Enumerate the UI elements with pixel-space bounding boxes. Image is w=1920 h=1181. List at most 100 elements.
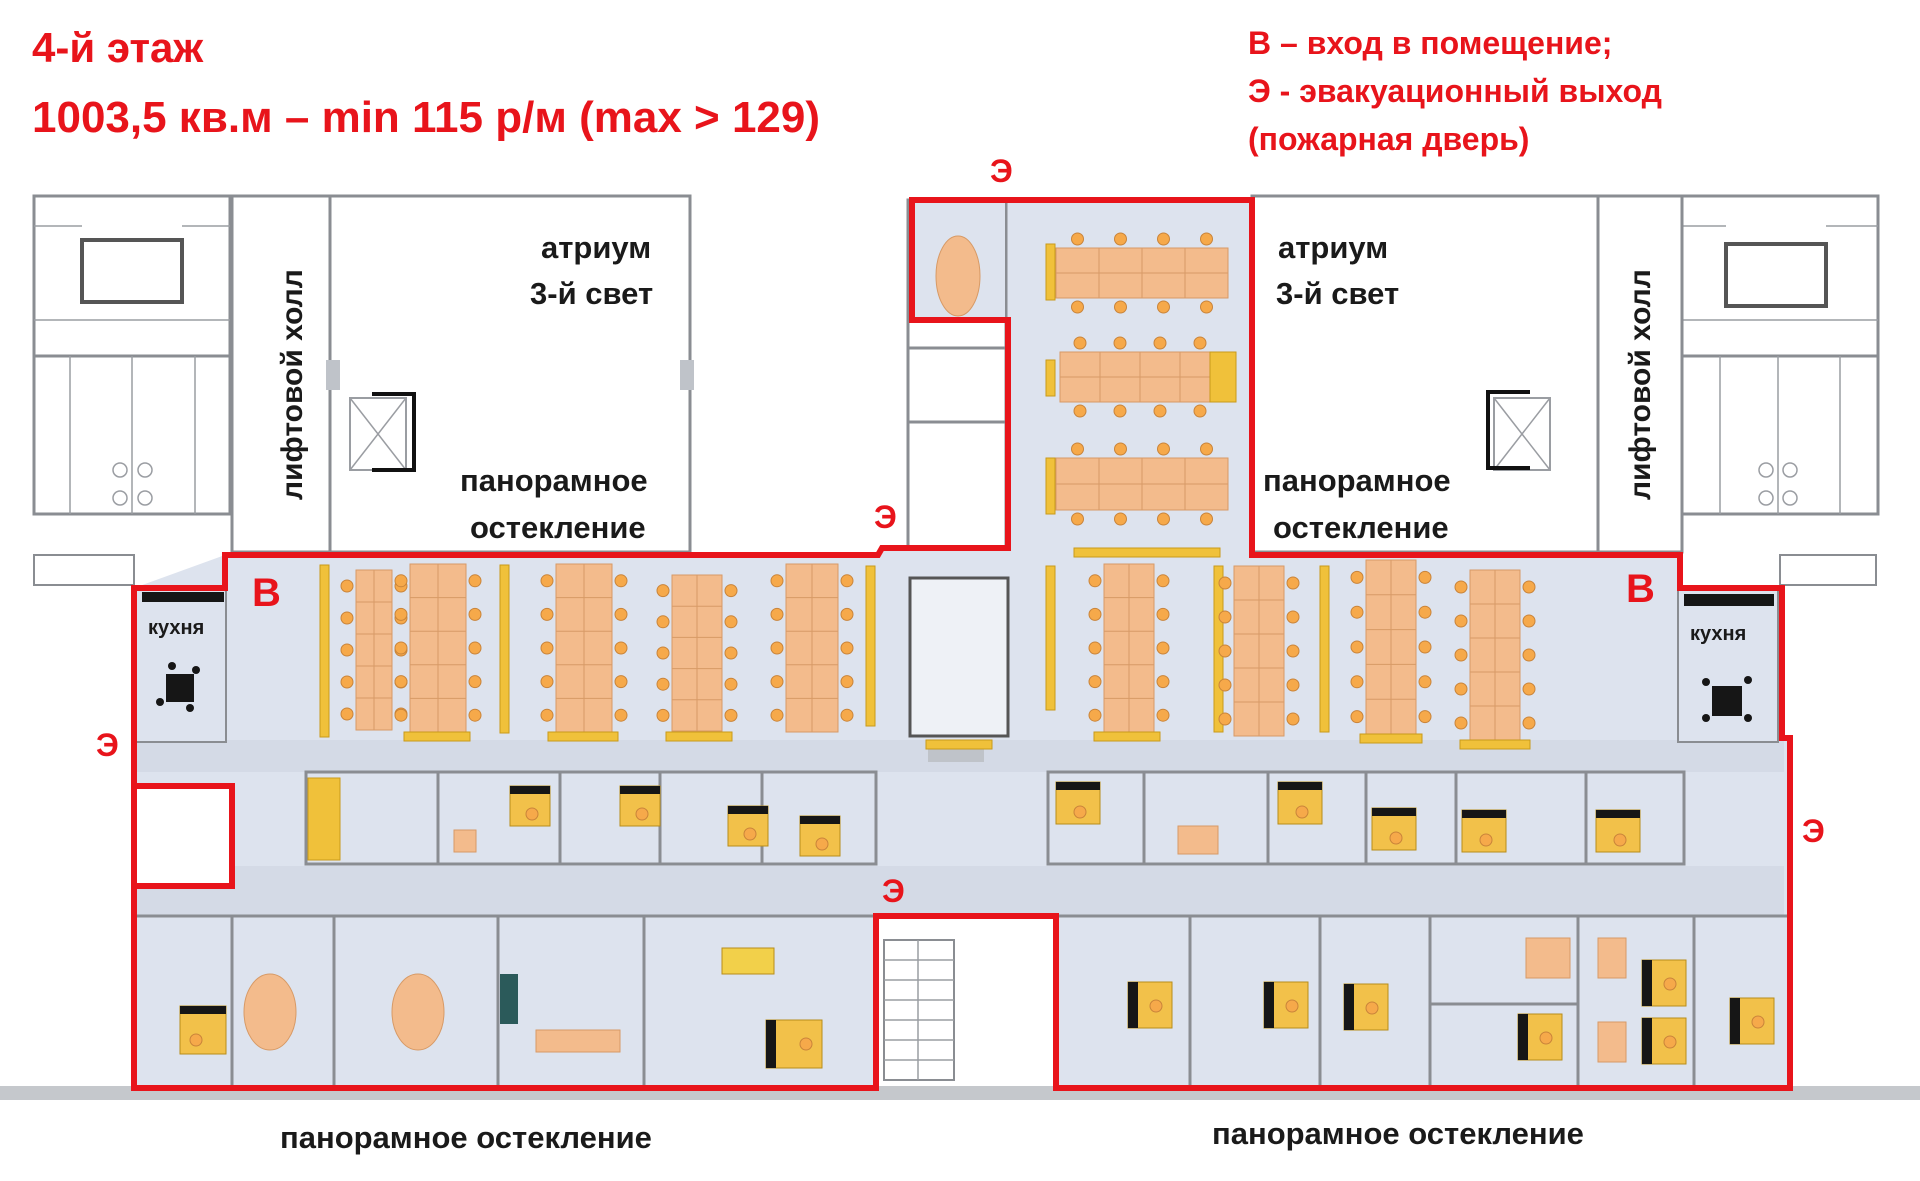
- chair: [1539, 1031, 1553, 1045]
- chair: [743, 827, 757, 841]
- chair: [1522, 648, 1536, 662]
- chair: [1200, 232, 1213, 246]
- chair: [468, 607, 482, 621]
- chair: [394, 708, 408, 722]
- chair: [1350, 710, 1364, 724]
- chair: [635, 807, 649, 821]
- chair: [770, 675, 784, 689]
- cabinet: [1264, 982, 1274, 1028]
- chair: [770, 641, 784, 655]
- chair: [1156, 607, 1170, 621]
- right-core: [1680, 194, 1880, 516]
- chair: [1153, 404, 1167, 418]
- chair: [1418, 710, 1432, 724]
- chair: [614, 641, 628, 655]
- niche-left: [133, 785, 233, 887]
- chair: [1522, 682, 1536, 696]
- cabinet: [800, 816, 840, 824]
- cabinet: [1128, 982, 1138, 1028]
- open-space-right: [1045, 547, 1536, 750]
- chair: [1071, 512, 1084, 526]
- chair: [1114, 442, 1127, 456]
- chair: [1149, 999, 1163, 1013]
- chair: [656, 615, 670, 629]
- chair: [1454, 648, 1468, 662]
- chair: [394, 675, 408, 689]
- area-capacity-line: 1003,5 кв.м – min 115 р/м (max > 129): [32, 93, 820, 142]
- chair: [724, 677, 738, 691]
- chair: [1286, 712, 1300, 726]
- cabinet: [1518, 1014, 1528, 1060]
- exit-marker-right: Э: [1802, 813, 1825, 849]
- lift-hall-left-label: лифтовой холл: [276, 269, 309, 500]
- storage-panel: [925, 739, 993, 750]
- floor-title: 4-й этаж: [32, 24, 204, 71]
- chair: [540, 574, 554, 588]
- storage-panel: [1045, 359, 1056, 397]
- storage-panel: [1073, 547, 1221, 558]
- chair: [340, 675, 354, 689]
- exit-marker-left: Э: [96, 727, 119, 763]
- chair: [1071, 232, 1084, 246]
- meeting-table: [243, 973, 297, 1051]
- chair: [1218, 576, 1232, 590]
- chair: [656, 646, 670, 660]
- exit-marker-top: Э: [990, 153, 1013, 189]
- chair: [189, 1033, 203, 1047]
- chair: [1073, 404, 1087, 418]
- chair: [1114, 232, 1127, 246]
- chair: [656, 584, 670, 598]
- atrium-right-label-2: 3-й свет: [1276, 276, 1399, 311]
- mid-office-row: [304, 770, 1686, 866]
- chair: [1200, 442, 1213, 456]
- cabinet: [1278, 782, 1322, 790]
- glazing-right-strip: [1779, 554, 1877, 586]
- storage-panel: [865, 565, 876, 727]
- glazing-bottom-right-label: панорамное остекление: [1212, 1116, 1584, 1151]
- premises-boundary: [131, 197, 1793, 1091]
- meeting-table: [1177, 825, 1219, 855]
- lift-hall-right-label: лифтовой холл: [1624, 269, 1657, 500]
- chair: [1350, 675, 1364, 689]
- chair: [840, 574, 854, 588]
- left-core: [32, 194, 232, 516]
- glazing-right-label-2: остекление: [1273, 510, 1449, 545]
- chair: [1156, 574, 1170, 588]
- bottom-office-row: [132, 914, 1792, 1090]
- stairwell-bottom: [875, 915, 1057, 1089]
- chair: [840, 675, 854, 689]
- chair: [1454, 716, 1468, 730]
- storage-panel: [665, 731, 733, 742]
- chair: [1218, 644, 1232, 658]
- chair: [1157, 232, 1170, 246]
- chair: [1218, 712, 1232, 726]
- open-space-upper: [1045, 232, 1237, 526]
- chair: [840, 641, 854, 655]
- chair: [394, 641, 408, 655]
- chair: [724, 646, 738, 660]
- chair: [614, 708, 628, 722]
- chair: [1286, 610, 1300, 624]
- glazing-left-strip: [33, 554, 135, 586]
- kitchen-left-room: [133, 587, 227, 743]
- chair: [1157, 300, 1170, 314]
- meeting-table-top: [935, 235, 981, 317]
- chair: [1751, 1015, 1765, 1029]
- chair: [1156, 641, 1170, 655]
- chair: [1114, 300, 1127, 314]
- chair: [1418, 675, 1432, 689]
- chair: [1663, 1035, 1677, 1049]
- chair: [468, 574, 482, 588]
- side-table: [1525, 937, 1571, 979]
- chair: [394, 574, 408, 588]
- chair: [1071, 300, 1084, 314]
- chair: [1113, 404, 1127, 418]
- storage-panel: [1045, 243, 1056, 301]
- sofa: [500, 974, 518, 1024]
- chair: [1285, 999, 1299, 1013]
- chair: [1114, 512, 1127, 526]
- storage-panel: [499, 564, 510, 734]
- chair: [1286, 576, 1300, 590]
- kitchen-right-label: кухня: [1690, 623, 1746, 645]
- cabinet: [1056, 782, 1100, 790]
